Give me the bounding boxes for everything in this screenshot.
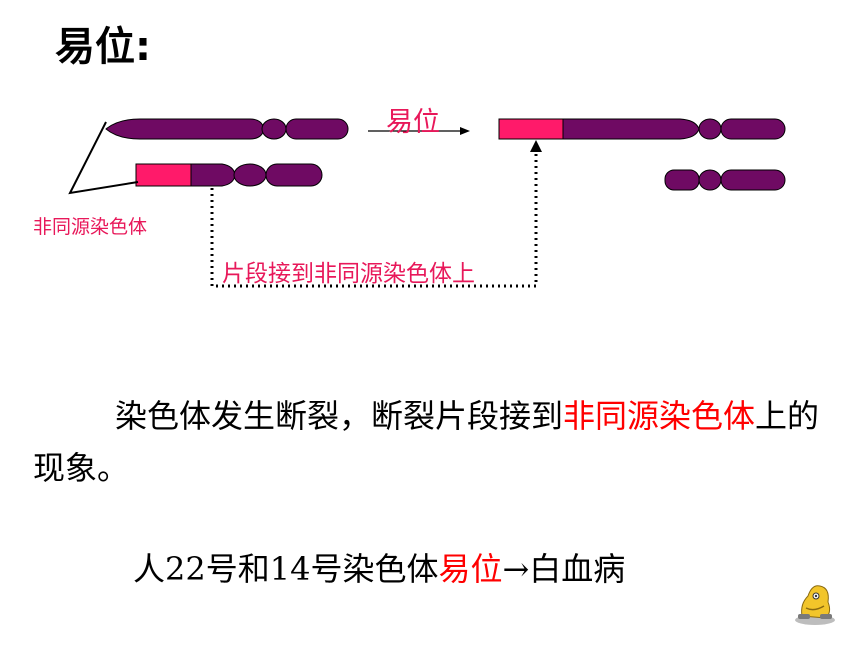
definition-part-2: 上的现象。 [33, 397, 820, 487]
chromosome-short-arm [285, 118, 349, 140]
example-arrow: → [502, 550, 530, 588]
fragment-path [210, 140, 542, 288]
chromosome-long-arm [105, 118, 265, 140]
translocation-arrow [368, 127, 470, 135]
left-short-chromosome [135, 163, 323, 187]
chromosome-short-arm [720, 118, 786, 140]
chromosome-long-arm [664, 169, 700, 191]
left-long-chromosome [105, 118, 349, 140]
definition-highlight: 非同源染色体 [563, 397, 756, 435]
chromosome-fragment [135, 163, 192, 187]
chromosome-fragment [498, 118, 564, 140]
example-part-1: 人22号和14号染色体 [133, 550, 439, 588]
nonhomologous-chromosome-label: 非同源染色体 [33, 216, 148, 238]
chromosome-long-arm [190, 163, 236, 187]
chromosome-short-arm [720, 169, 786, 191]
translocation-diagram [68, 118, 786, 288]
right-long-chromosome [498, 118, 786, 140]
right-short-chromosome [664, 169, 786, 191]
example-highlight: 易位 [438, 550, 503, 588]
centromere [698, 169, 722, 191]
example-text: 人22号和14号染色体易位→白血病 [133, 544, 625, 590]
definition-part-1: 染色体发生断裂，断裂片段接到 [115, 397, 564, 435]
cartoon-mascot-icon [795, 585, 835, 625]
chromosome-short-arm [265, 163, 323, 187]
centromere [261, 118, 287, 140]
centromere [233, 163, 267, 187]
example-part-2: 白血病 [529, 550, 626, 588]
definition-text: 染色体发生断裂，断裂片段接到非同源染色体上的现象。 [33, 390, 823, 494]
translocation-arrow-label: 易位 [386, 107, 440, 138]
page-title: 易位: [55, 24, 151, 70]
centromere [698, 118, 722, 140]
nonhomologous-bracket [68, 121, 139, 195]
fragment-label: 片段接到非同源染色体上 [222, 261, 475, 287]
chromosome-long-arm [562, 118, 700, 140]
